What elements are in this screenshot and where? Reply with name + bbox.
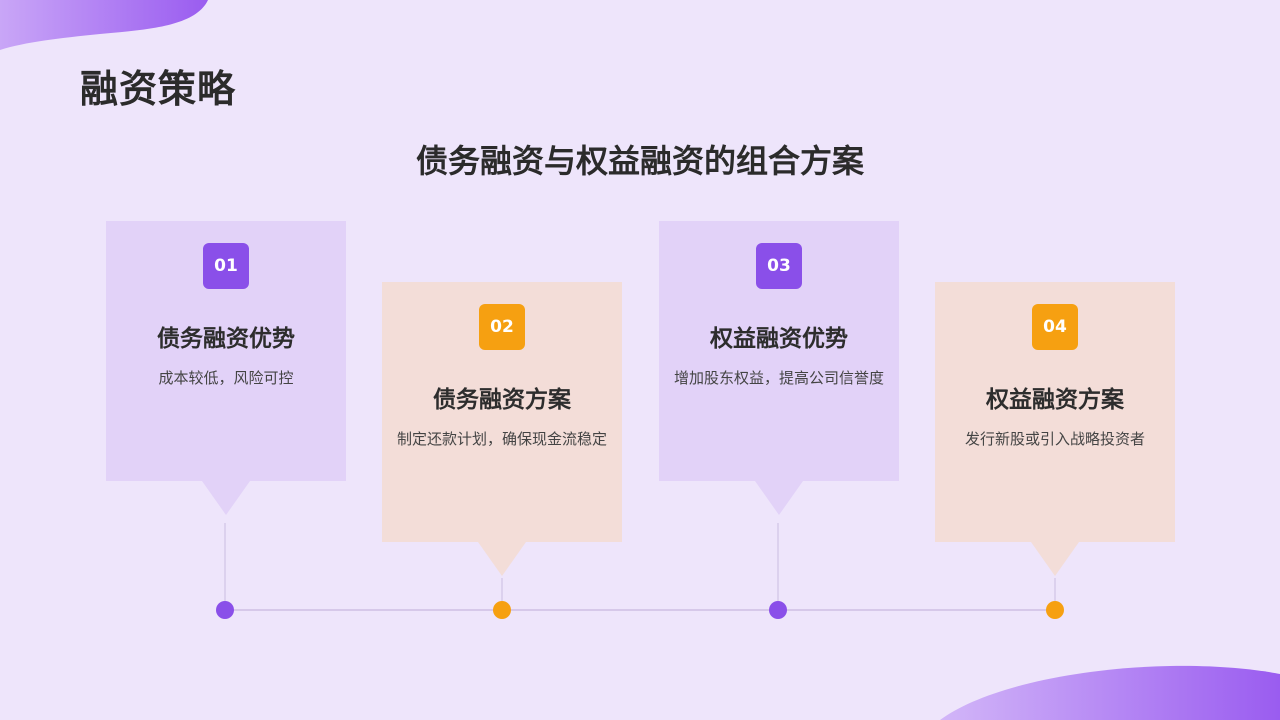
card-pointer bbox=[755, 481, 803, 515]
card-pointer bbox=[1031, 542, 1079, 576]
card-pointer bbox=[202, 481, 250, 515]
step-number-badge: 03 bbox=[756, 243, 802, 289]
step-number-badge: 04 bbox=[1032, 304, 1078, 350]
page-subtitle: 债务融资与权益融资的组合方案 bbox=[415, 142, 864, 180]
timeline-dot-3 bbox=[769, 601, 787, 619]
step-number-badge: 01 bbox=[203, 243, 249, 289]
step-description: 成本较低，风险可控 bbox=[158, 369, 294, 387]
timeline-dot-1 bbox=[216, 601, 234, 619]
step-description: 发行新股或引入战略投资者 bbox=[964, 430, 1145, 448]
step-title: 债务融资方案 bbox=[433, 387, 571, 413]
decorative-wave-top-left bbox=[0, 0, 208, 50]
step-title: 债务融资优势 bbox=[157, 326, 295, 352]
decorative-wave-bottom-right bbox=[940, 665, 1280, 720]
step-description: 制定还款计划，确保现金流稳定 bbox=[396, 430, 607, 448]
step-card-1: 01 债务融资优势 成本较低，风险可控 bbox=[106, 221, 346, 515]
timeline-dot-4 bbox=[1046, 601, 1064, 619]
card-pointer bbox=[478, 542, 526, 576]
step-title: 权益融资方案 bbox=[986, 387, 1124, 413]
step-card-3: 03 权益融资优势 增加股东权益，提高公司信誉度 bbox=[659, 221, 899, 515]
step-number-badge: 02 bbox=[479, 304, 525, 350]
step-card-4: 04 权益融资方案 发行新股或引入战略投资者 bbox=[935, 282, 1175, 576]
step-title: 权益融资优势 bbox=[710, 326, 848, 352]
timeline-dot-2 bbox=[493, 601, 511, 619]
page-title: 融资策略 bbox=[80, 67, 237, 111]
step-card-2: 02 债务融资方案 制定还款计划，确保现金流稳定 bbox=[382, 282, 622, 576]
step-description: 增加股东权益，提高公司信誉度 bbox=[673, 369, 884, 387]
